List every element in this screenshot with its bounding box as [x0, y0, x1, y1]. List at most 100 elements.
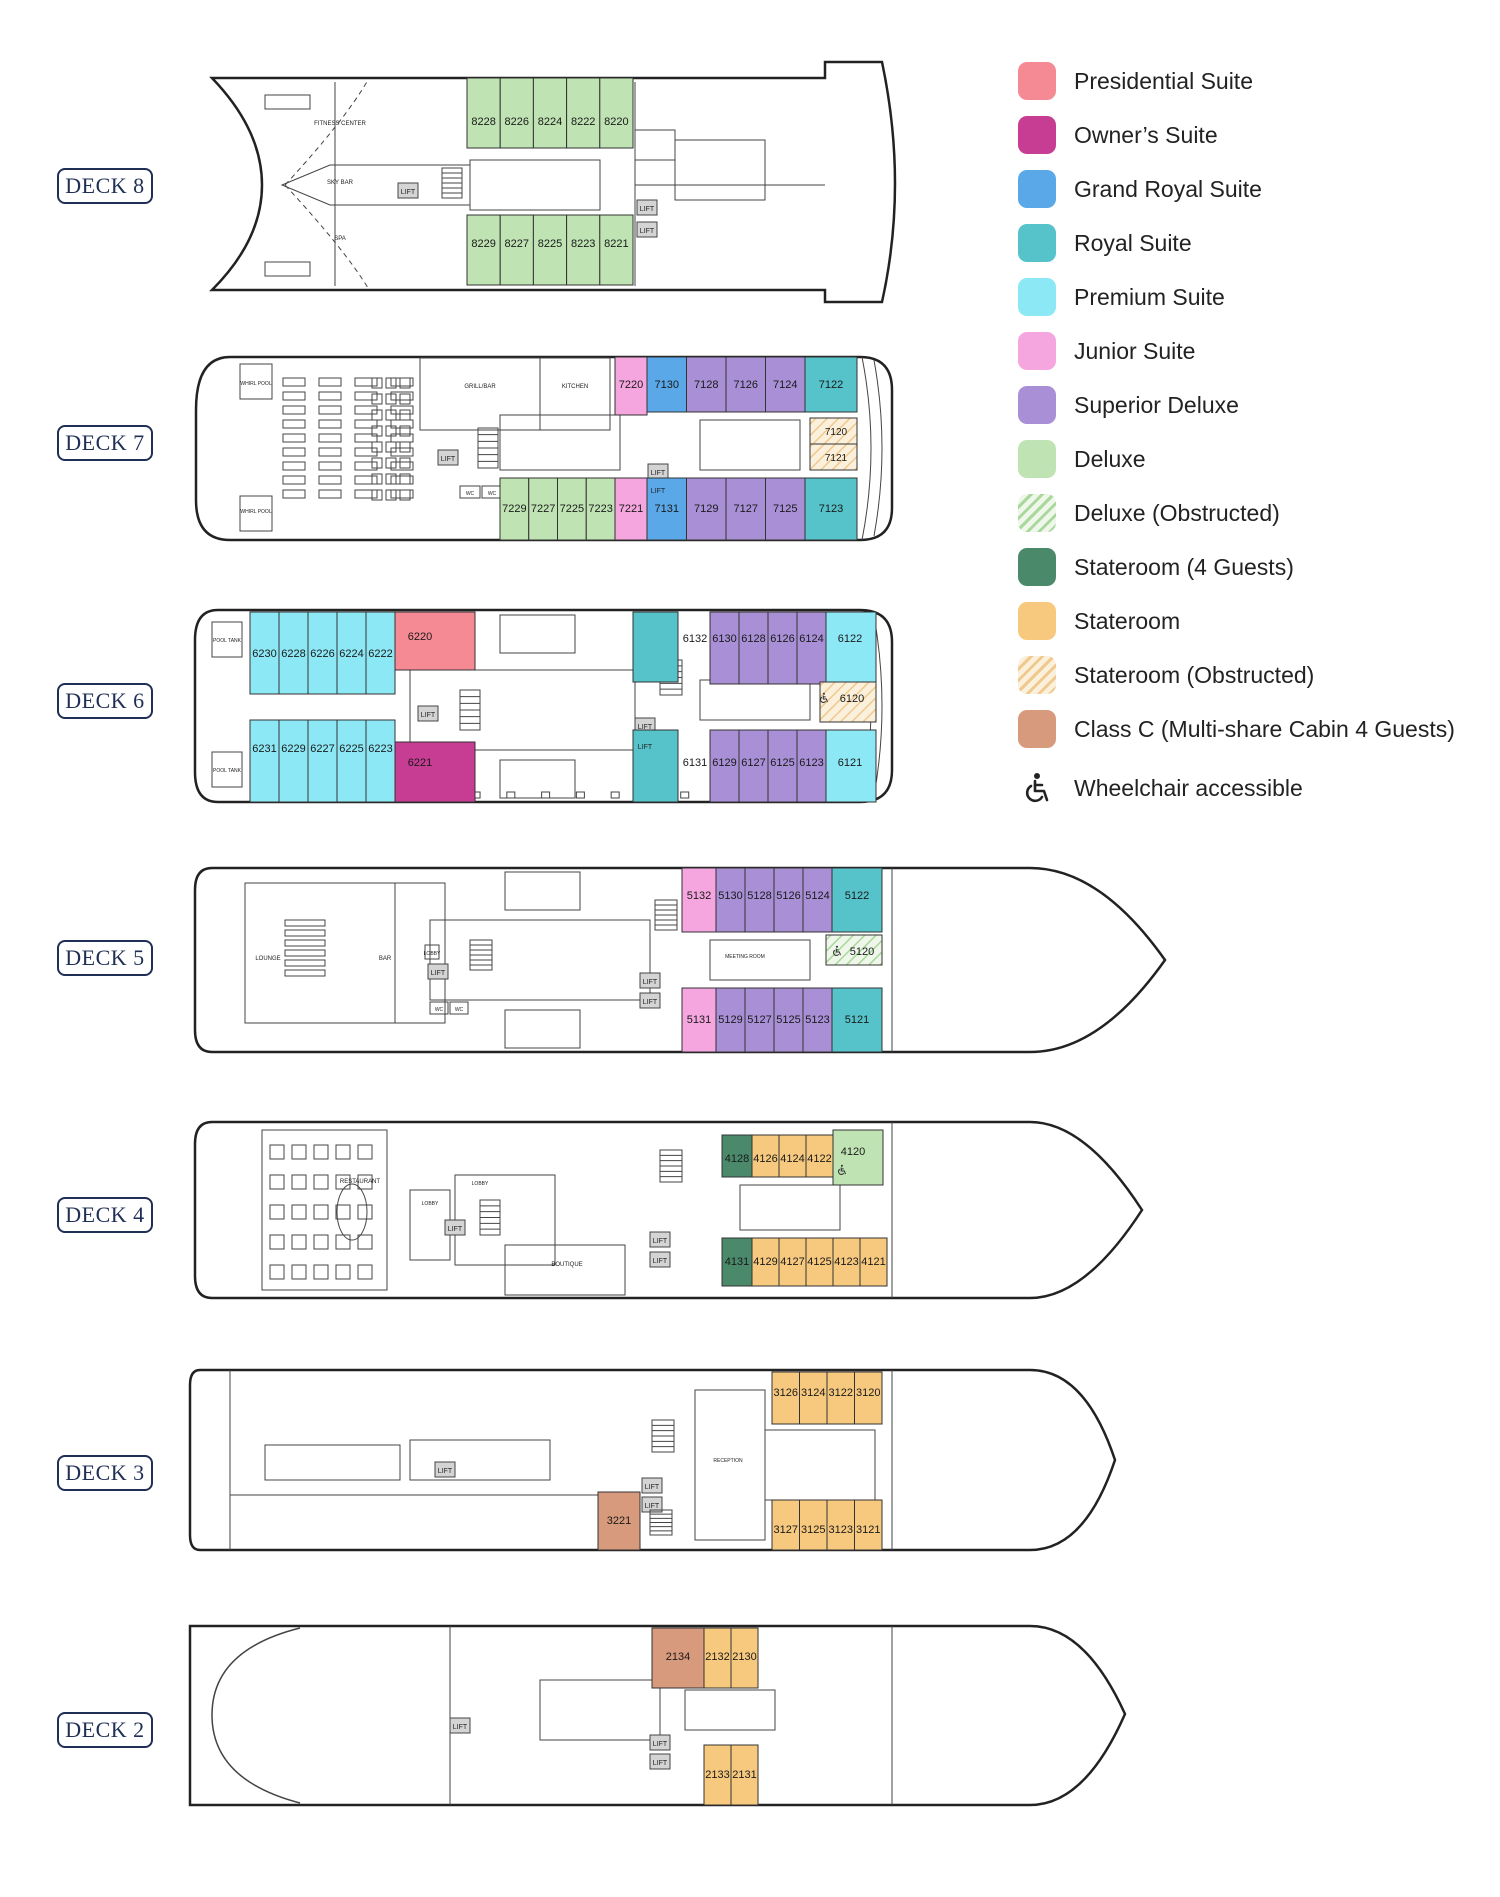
- lift-box: [397, 182, 419, 199]
- cabin-5132: [681, 867, 717, 933]
- pool-tank-label: POOL TANK: [213, 638, 242, 644]
- plan-room: [261, 1129, 388, 1291]
- cabin-7221: [614, 477, 648, 541]
- cabin-6228: [278, 611, 309, 695]
- wheelchair-icon: [820, 692, 828, 703]
- plan-room: [282, 489, 306, 499]
- spa-label: SPA: [334, 236, 346, 242]
- plan-room: [318, 391, 342, 401]
- plan-room: [354, 489, 378, 499]
- plan-room: [539, 357, 611, 431]
- legend-item-premium: Premium Suite: [1018, 278, 1225, 316]
- cabin-label-5129: 5129: [718, 1014, 742, 1026]
- cabin-label-7220: 7220: [619, 379, 643, 391]
- hull-outline: [208, 60, 897, 304]
- legend-swatch-hatched: [1018, 494, 1056, 532]
- cabin-6221: [394, 741, 476, 803]
- plan-room: [385, 409, 397, 421]
- plan-room: [699, 419, 801, 471]
- cabin-label-4127: 4127: [780, 1256, 804, 1268]
- lift-box: [649, 1231, 671, 1248]
- cabin-6226: [307, 611, 338, 695]
- cabin-label-7121: 7121: [825, 453, 848, 464]
- lift-label: LIFT: [638, 744, 653, 751]
- cabin-label-7130: 7130: [655, 379, 679, 391]
- deck-7-label: DECK 7: [57, 425, 153, 461]
- cabin-2133: [703, 1744, 732, 1806]
- cabin-label-6229: 6229: [281, 743, 305, 755]
- cabin-8226: [499, 77, 534, 149]
- wc-label: WC: [435, 1007, 444, 1013]
- cabin-8222: [566, 77, 601, 149]
- lift-box: [449, 1717, 471, 1734]
- cabin-label-8220: 8220: [604, 116, 628, 128]
- cabin-5124: [802, 867, 833, 933]
- plan-room: [357, 1234, 373, 1250]
- plan-room: [335, 1204, 351, 1220]
- plan-room: [264, 94, 311, 110]
- cabin-label-5131: 5131: [687, 1014, 711, 1026]
- plan-room: [291, 1264, 307, 1280]
- cabin-label-2133: 2133: [705, 1769, 729, 1781]
- cabin-6126: [767, 611, 798, 685]
- cabin-3221: [597, 1491, 641, 1551]
- cabin-6229: [278, 719, 309, 803]
- cabin-label-5124: 5124: [805, 890, 829, 902]
- cabin-label-6129: 6129: [712, 757, 736, 769]
- legend-swatch: [1018, 548, 1056, 586]
- cabin-label-7125: 7125: [773, 503, 797, 515]
- plan-room: [399, 489, 411, 501]
- cabin-6127: [738, 729, 769, 803]
- legend-label: Deluxe: [1074, 445, 1146, 472]
- cabin-2130: [730, 1627, 759, 1689]
- plan-room: [684, 1689, 776, 1731]
- cabin-6130: [709, 611, 740, 685]
- plan-line: [861, 356, 883, 541]
- legend-item-class-c: Class C (Multi-share Cabin 4 Guests): [1018, 710, 1455, 748]
- cabin-7129: [686, 477, 727, 541]
- cabin-label-3126: 3126: [774, 1387, 798, 1399]
- plan-room: [680, 791, 690, 799]
- lift-label: LIFT: [640, 228, 655, 235]
- cabin-2132: [703, 1627, 732, 1689]
- grill-bar-label: GRILL/BAR: [464, 384, 496, 390]
- plan-room: [399, 473, 411, 485]
- plan-room: [318, 433, 342, 443]
- lift-label: LIFT: [421, 712, 436, 719]
- plan-room: [284, 929, 326, 937]
- cabin-label-8228: 8228: [471, 116, 495, 128]
- lift-label: LIFT: [431, 970, 446, 977]
- cabin-4120: [832, 1129, 884, 1186]
- cabin-8229: [466, 214, 501, 286]
- cabin-7122: [804, 356, 858, 413]
- plan-room: [385, 473, 397, 485]
- legend-item-stateroom: Stateroom: [1018, 602, 1180, 640]
- plan-room: [269, 1234, 285, 1250]
- legend-item-stateroom-obstructed: Stateroom (Obstructed): [1018, 656, 1314, 694]
- legend-label: Stateroom: [1074, 607, 1181, 634]
- deck-3-label: DECK 3: [57, 1455, 153, 1491]
- lobby-label: LOBBY: [422, 1201, 439, 1207]
- plan-room: [357, 1264, 373, 1280]
- plan-room: [291, 1204, 307, 1220]
- legend-item-superior: Superior Deluxe: [1018, 386, 1239, 424]
- cabin-label-4121: 4121: [861, 1256, 885, 1268]
- plan-room: [291, 1174, 307, 1190]
- cabin-6223: [365, 719, 396, 803]
- cabin-label-4123: 4123: [834, 1256, 858, 1268]
- lift-box: [641, 1496, 663, 1513]
- plan-room: [424, 944, 440, 960]
- cabin-label-8221: 8221: [604, 238, 628, 250]
- plan-room: [282, 461, 306, 471]
- legend-label: Stateroom (Obstructed): [1074, 661, 1315, 688]
- cabin-label-5121: 5121: [845, 1014, 869, 1026]
- cabin-4131: [721, 1237, 753, 1287]
- plan-room: [282, 419, 306, 429]
- cabin-label-8222: 8222: [571, 116, 595, 128]
- cabin-label-5120: 5120: [850, 946, 874, 958]
- cabin-8224: [532, 77, 568, 149]
- cabin-3127: [771, 1499, 800, 1551]
- lift-label: LIFT: [401, 189, 416, 196]
- legend-label: Junior Suite: [1074, 337, 1196, 364]
- plan-room: [318, 461, 342, 471]
